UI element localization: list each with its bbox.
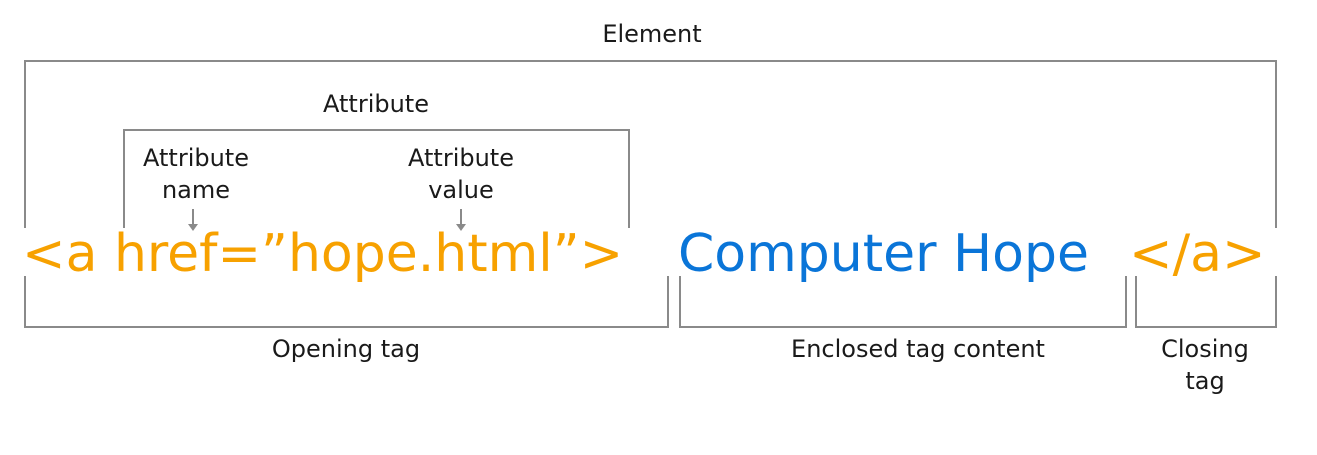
attribute-value-arrow xyxy=(456,209,466,231)
enclosed-content-label: Enclosed tag content xyxy=(791,335,1045,363)
enclosed-content-bracket xyxy=(679,276,1127,328)
element-label: Element xyxy=(602,20,702,48)
attribute-name-label: Attribute name xyxy=(143,144,249,204)
closing-tag-code: </a> xyxy=(1129,224,1266,284)
element-bracket xyxy=(24,60,1277,228)
opening-tag-bracket xyxy=(24,276,669,328)
attribute-value-label: Attribute value xyxy=(408,144,514,204)
opening-tag-label: Opening tag xyxy=(271,335,421,363)
opening-tag-code: <a href=”hope.html”> xyxy=(22,224,624,284)
attribute-name-arrow xyxy=(188,209,198,231)
closing-tag-bracket xyxy=(1135,276,1277,328)
closing-tag-label: Closing tag xyxy=(1161,335,1249,395)
attribute-bracket xyxy=(123,129,630,228)
enclosed-content-code: Computer Hope xyxy=(678,224,1089,284)
attribute-label: Attribute xyxy=(323,90,429,118)
